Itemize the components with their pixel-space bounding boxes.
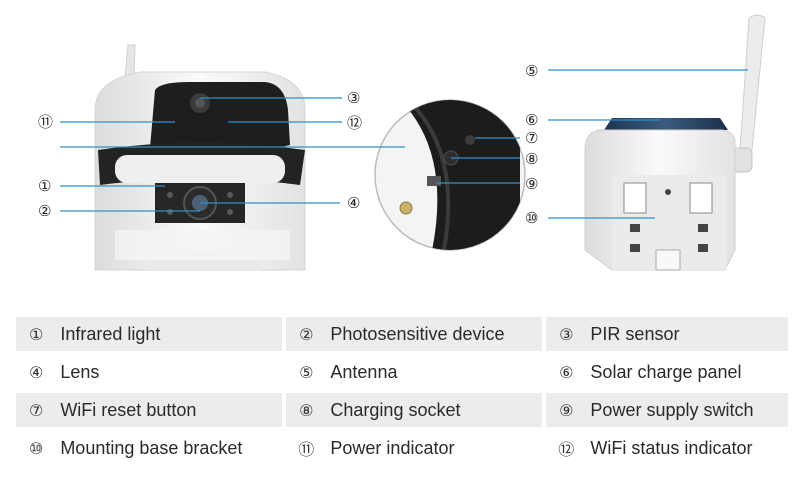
legend-row: ① Infrared light ② Photosensitive device… [16, 317, 788, 351]
legend-label: Solar charge panel [586, 355, 788, 389]
legend-table: ① Infrared light ② Photosensitive device… [16, 313, 788, 469]
callout-2: ② [38, 202, 51, 220]
callout-9: ⑨ [525, 175, 538, 193]
legend-number: ⑩ [16, 431, 57, 465]
legend-label: Lens [56, 355, 283, 389]
legend-number: ④ [16, 355, 57, 389]
callout-6: ⑥ [525, 111, 538, 129]
legend-label: WiFi status indicator [586, 431, 788, 465]
callout-7: ⑦ [525, 129, 538, 147]
leader-lines [60, 69, 748, 219]
legend-label: Mounting base bracket [56, 431, 283, 465]
callout-10: ⑩ [525, 209, 538, 227]
legend-label: Photosensitive device [326, 317, 543, 351]
callout-3: ③ [347, 89, 360, 107]
legend-number: ⑤ [286, 355, 327, 389]
camera-diagram: ⑪ ① ② ③ ⑫ ④ ⑤ ⑥ ⑦ ⑧ ⑨ ⑩ [38, 14, 766, 271]
callout-12: ⑫ [347, 114, 362, 132]
back-camera-illustration [584, 14, 766, 271]
legend-number: ⑪ [286, 431, 327, 465]
legend-label: Infrared light [56, 317, 283, 351]
legend-label: WiFi reset button [56, 393, 283, 427]
legend-number: ⑨ [546, 393, 587, 427]
legend-label: Power supply switch [586, 393, 788, 427]
legend-number: ⑦ [16, 393, 57, 427]
zoom-detail-illustration [374, 99, 526, 251]
legend-label: Antenna [326, 355, 543, 389]
callout-5: ⑤ [525, 62, 538, 80]
legend-number: ② [286, 317, 327, 351]
front-camera-illustration [94, 44, 306, 271]
legend-number: ③ [546, 317, 587, 351]
legend-label: PIR sensor [586, 317, 788, 351]
legend-number: ⑫ [546, 431, 587, 465]
legend-label: Power indicator [326, 431, 543, 465]
legend-row: ④ Lens ⑤ Antenna ⑥ Solar charge panel [16, 355, 788, 389]
legend-number: ⑥ [546, 355, 587, 389]
legend-row: ⑩ Mounting base bracket ⑪ Power indicato… [16, 431, 788, 465]
callout-11: ⑪ [38, 113, 53, 131]
legend-number: ⑧ [286, 393, 327, 427]
legend-row: ⑦ WiFi reset button ⑧ Charging socket ⑨ … [16, 393, 788, 427]
legend-number: ① [16, 317, 57, 351]
callout-1: ① [38, 177, 51, 195]
callout-8: ⑧ [525, 150, 538, 168]
callout-4: ④ [347, 194, 360, 212]
legend-label: Charging socket [326, 393, 543, 427]
